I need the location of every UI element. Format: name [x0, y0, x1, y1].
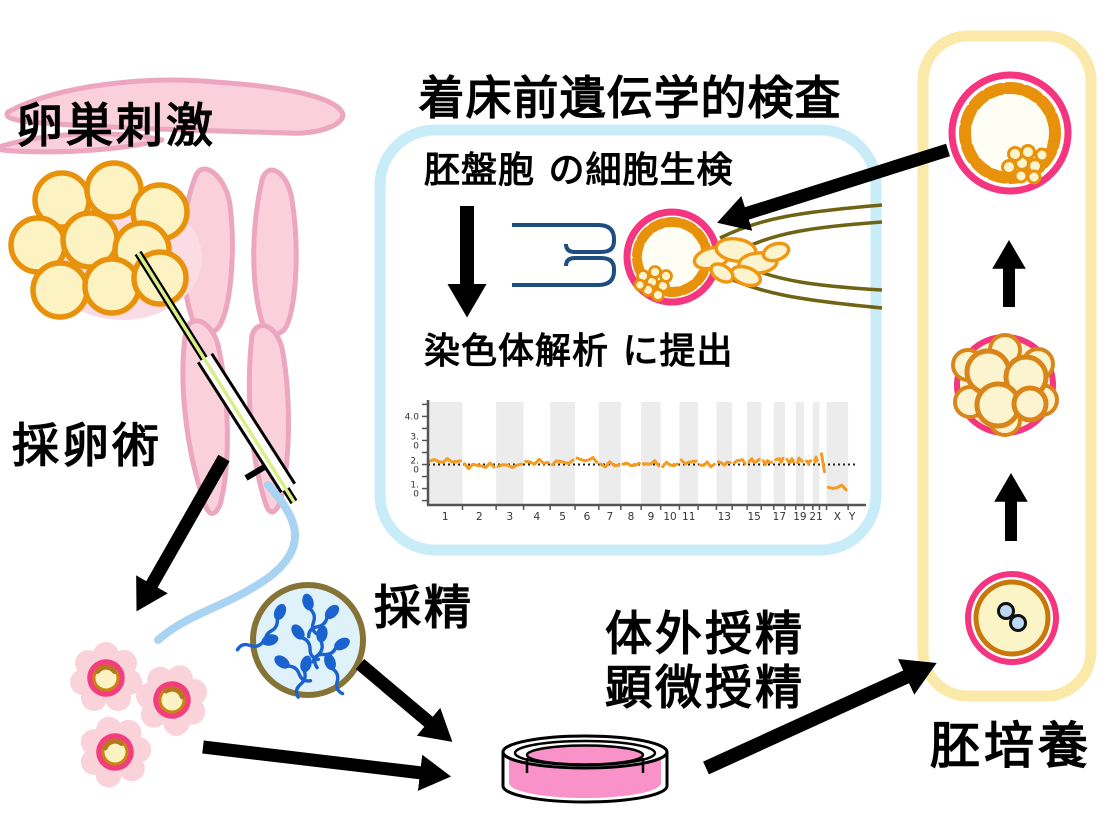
- svg-text:19: 19: [793, 511, 806, 523]
- svg-text:Y: Y: [848, 511, 856, 523]
- svg-text:10: 10: [663, 511, 676, 523]
- icsi-label-line2: 顕微授精: [605, 661, 805, 717]
- svg-text:4.0: 4.0: [405, 412, 420, 422]
- svg-text:17: 17: [773, 511, 786, 523]
- cleavage-stage: [951, 333, 1059, 437]
- svg-text:2.0: 2.0: [410, 457, 419, 476]
- svg-text:9: 9: [648, 511, 655, 523]
- svg-text:3.0: 3.0: [410, 432, 419, 451]
- blastocyst-stage: [948, 71, 1072, 195]
- pronucleus: [997, 602, 1015, 620]
- svg-text:13: 13: [718, 511, 731, 523]
- sperm-collection-label: 採精: [374, 581, 474, 636]
- arrow-dish-to-culture: [703, 659, 937, 775]
- svg-text:4: 4: [534, 511, 541, 523]
- ivf-label: 体外授精 顕微授精: [560, 607, 850, 717]
- svg-text:15: 15: [748, 511, 761, 523]
- arrow-sperm-to-dish: [355, 659, 453, 742]
- svg-text:1: 1: [442, 511, 449, 523]
- petri-dish-illustration: [501, 734, 669, 804]
- svg-text:X: X: [834, 511, 841, 523]
- svg-text:1.0: 1.0: [410, 481, 419, 500]
- svg-text:7: 7: [606, 511, 613, 523]
- pgt-title: 着床前遺伝学的検査: [418, 71, 842, 125]
- svg-text:8: 8: [628, 511, 635, 523]
- svg-text:6: 6: [584, 511, 591, 523]
- blastocyst-biopsy-illustration: [512, 203, 883, 310]
- arrow-eggs-to-dish: [202, 740, 452, 791]
- pronucleus: [1009, 614, 1027, 632]
- stimulated-ovary-illustration: [8, 160, 202, 320]
- sperm-sample-illustration: [234, 582, 366, 700]
- flow-arrows: [136, 143, 1028, 791]
- ivf-label-line1: 体外授精: [605, 607, 805, 662]
- svg-text:11: 11: [682, 511, 695, 523]
- egg-retrieval-label: 採卵術: [12, 419, 162, 474]
- analysis-step-label: 染色体解析 に提出: [424, 331, 734, 372]
- svg-text:5: 5: [559, 511, 566, 523]
- aspiration-tube: [154, 481, 299, 644]
- svg-text:3: 3: [507, 511, 514, 523]
- embryo-culture-label: 胚培養: [930, 717, 1092, 775]
- arrow-blastocyst-to-biopsy: [717, 143, 950, 231]
- uterus-illustration: [0, 77, 346, 516]
- svg-text:2: 2: [476, 511, 483, 523]
- svg-text:21: 21: [809, 511, 822, 523]
- ovarian-stimulation-label: 卵巣刺激: [16, 99, 216, 154]
- holding-pipette: [512, 223, 616, 287]
- inner-cell-mass: [633, 265, 673, 302]
- retrieved-eggs-illustration: [70, 642, 218, 793]
- retrieval-needle-illustration: [134, 250, 299, 644]
- biopsied-cells: [692, 237, 791, 288]
- biopsy-step-label: 胚盤胞 の細胞生検: [424, 150, 734, 191]
- zygote-stage: [965, 571, 1059, 665]
- arrow-egg-retrieval: [136, 454, 230, 612]
